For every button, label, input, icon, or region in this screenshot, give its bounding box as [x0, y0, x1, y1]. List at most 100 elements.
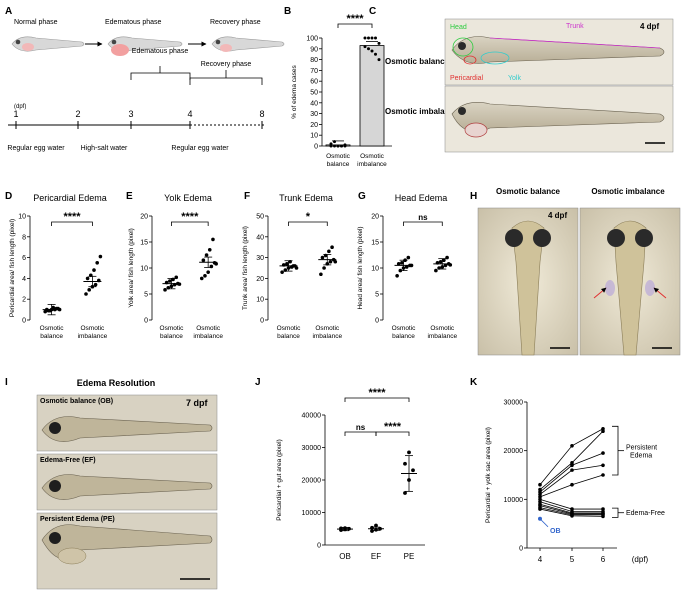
sig-j-ob-pe-label: **** [368, 387, 386, 399]
panel-label-b: B [284, 6, 291, 17]
series-line [539, 430, 604, 490]
y-tick-label: 6 [22, 255, 26, 262]
data-point [319, 272, 323, 277]
data-point [206, 270, 210, 274]
y-tick-label: 20 [256, 276, 264, 283]
data-point [370, 49, 374, 53]
x-tick-label: Osmotic [315, 325, 340, 332]
data-point [363, 36, 367, 40]
data-point [93, 282, 98, 287]
y-tick-label: 5 [144, 292, 148, 299]
sig-f-bracket [288, 221, 328, 226]
data-point [204, 253, 209, 257]
x-tick-label: 6 [601, 555, 606, 564]
y-tick-label: 100 [306, 36, 318, 43]
y-tick-label: 15 [140, 240, 148, 247]
data-point [601, 463, 605, 468]
data-point [336, 144, 340, 148]
bracket-persistent-label: Edema [630, 453, 652, 460]
data-point [322, 266, 326, 270]
panel-label-f: F [244, 191, 250, 202]
x-tick-label: imbalance [193, 333, 223, 340]
y-tick-label: 20000 [504, 448, 524, 455]
data-point [443, 263, 448, 268]
sig-e-bracket [171, 221, 209, 226]
panel-label-h: H [470, 191, 477, 202]
col-osmotic-balance-1: Osmotic balance [496, 187, 561, 196]
y-tick-label: 20000 [302, 478, 322, 485]
y-tick-label: 30000 [302, 445, 322, 452]
y-tick-label: 30 [256, 255, 264, 262]
x-tick-label: EF [371, 552, 381, 561]
sig-b-bracket [337, 23, 373, 28]
bracket-recovery [189, 77, 263, 85]
sig-j-ob-pe-bracket [344, 397, 410, 402]
data-point [601, 514, 605, 519]
x-tick-label: 5 [570, 555, 575, 564]
y-tick-label: 10000 [504, 497, 524, 504]
sig-d-label: **** [63, 211, 81, 223]
panel-h: H Osmotic balance Osmotic imbalance 4 dp… [470, 187, 681, 356]
data-point [92, 268, 96, 272]
y-tick-label: 20 [140, 214, 148, 221]
x-tick-label: Osmotic [196, 325, 221, 332]
sig-j-ob-ef-bracket [344, 431, 377, 436]
data-point [329, 142, 333, 146]
panel-label-j: J [255, 377, 261, 388]
data-point [370, 529, 374, 533]
phase-edematous: Edematous phase [105, 19, 162, 26]
sig-j-ef-pe-bracket [375, 431, 410, 436]
x-tick-label: imbalance [312, 333, 342, 340]
y-tick-label: 4 [22, 276, 26, 283]
y-tick-label: 8 [22, 234, 26, 241]
sig-g-bracket [403, 221, 443, 226]
y-tick-label: 0 [22, 318, 26, 325]
panel-label-i: I [5, 377, 8, 388]
y-tick-label: 15 [371, 240, 379, 247]
sig-j-ef-pe-label: **** [384, 421, 402, 433]
data-point [538, 482, 542, 487]
data-point [442, 258, 446, 263]
y-tick-label: 40 [256, 234, 264, 241]
y-tick-label: 10 [140, 266, 148, 273]
red-arrow-left [593, 287, 607, 299]
y-tick-label: 0 [144, 318, 148, 325]
condition-regular-1: Regular egg water [7, 145, 65, 152]
data-point [340, 144, 343, 148]
sig-j-ob-ef-label: ns [356, 423, 366, 432]
condition-high-salt: High-salt water [81, 145, 128, 152]
data-point [570, 468, 574, 472]
y-tick-label: 30 [310, 111, 318, 118]
panel-label-d: D [5, 191, 12, 202]
y-tick-label: 0 [519, 546, 523, 553]
y-tick-label: 10 [371, 266, 379, 273]
label-ef: Edema-Free (EF) [40, 457, 96, 464]
y-tick-label: 2 [22, 297, 26, 304]
x-tick-label: balance [392, 333, 415, 340]
data-point [601, 429, 605, 434]
data-point [98, 254, 103, 259]
panel-a: A Normal phase Edematous phase Recovery … [5, 6, 285, 152]
data-point [434, 268, 438, 273]
panel-c: C Osmotic balance Osmotic imbalance Head… [369, 6, 674, 153]
panel-label-a: A [5, 6, 12, 17]
y-tick-label: 60 [310, 79, 318, 86]
data-point [570, 444, 574, 448]
label-4dpf-c: 4 dpf [640, 22, 659, 31]
data-point [396, 262, 401, 266]
y-tick-label: 0 [317, 543, 321, 550]
red-arrow-right [653, 287, 667, 299]
bracket-edema-free-label: Edema-Free [626, 510, 665, 517]
sig-f-label: * [306, 211, 311, 223]
label-head: Head [450, 24, 467, 31]
bracket-persistent-label: Persistent [626, 445, 657, 452]
data-point [407, 450, 411, 455]
y-tick-label: 40 [310, 100, 318, 107]
x-tick-label: Osmotic [430, 325, 455, 332]
x-tick-label: Osmotic [360, 153, 385, 160]
data-point [320, 255, 325, 260]
y-tick-label: 20 [310, 122, 318, 129]
